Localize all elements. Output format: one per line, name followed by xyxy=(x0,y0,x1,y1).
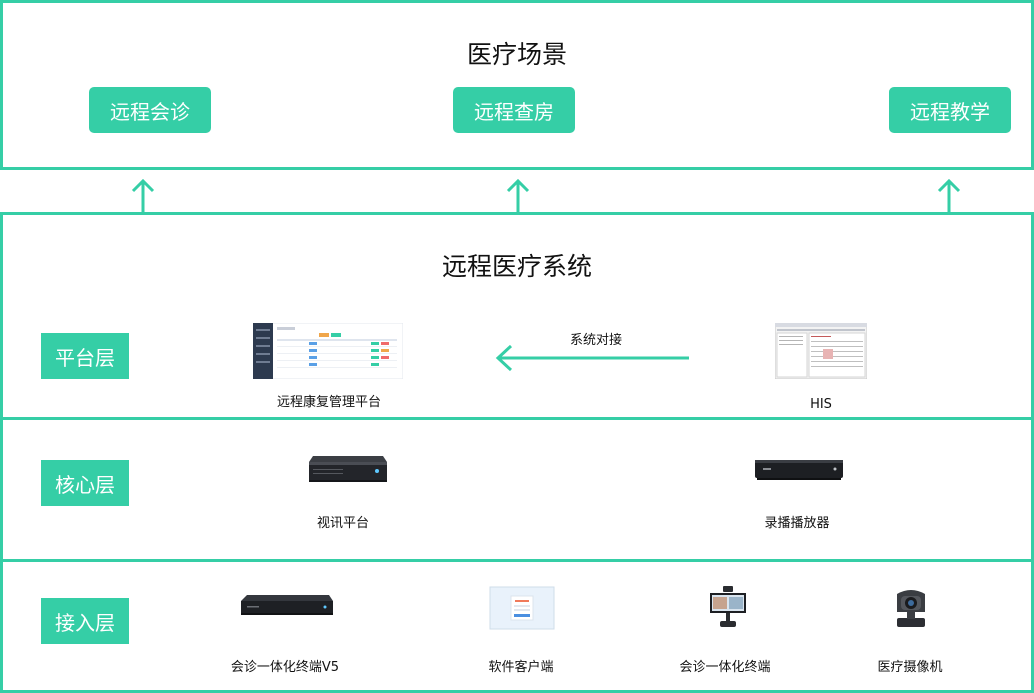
consultation-terminal-v5-label: 会诊一体化终端V5 xyxy=(230,660,340,675)
consultation-terminal-v5-icon xyxy=(241,595,333,615)
consultation-terminal-label: 会诊一体化终端 xyxy=(679,660,771,675)
his-label: HIS xyxy=(810,397,832,412)
scenario-remote-teaching: 远程教学 xyxy=(889,87,1011,133)
up-arrow-icon xyxy=(131,178,155,212)
system-title: 远程医疗系统 xyxy=(441,252,592,281)
video-platform-label: 视讯平台 xyxy=(316,516,369,531)
left-arrow-icon xyxy=(495,344,689,372)
medical-camera-label: 医疗摄像机 xyxy=(877,660,943,675)
up-arrow-icon xyxy=(937,178,961,212)
scenario-title: 医疗场景 xyxy=(466,40,567,69)
his-screenshot-icon xyxy=(775,323,867,379)
access-layer-tag: 接入层 xyxy=(41,598,129,644)
software-client-icon xyxy=(489,586,555,630)
up-arrow-icon xyxy=(506,178,530,212)
scenario-remote-ward-round: 远程查房 xyxy=(453,87,575,133)
recording-player-icon xyxy=(755,460,843,480)
platform-layer-tag: 平台层 xyxy=(41,333,129,379)
scenario-panel: 医疗场景 远程会诊 远程查房 远程教学 xyxy=(0,0,1034,170)
consultation-terminal-icon xyxy=(710,586,746,627)
rehab-platform-label: 远程康复管理平台 xyxy=(276,395,381,410)
scenario-remote-consultation: 远程会诊 xyxy=(89,87,211,133)
core-layer-tag: 核心层 xyxy=(41,460,129,506)
platform-layer: 远程医疗系统 平台层 远程康复管理平台 系统对接 xyxy=(0,212,1034,420)
video-platform-server-icon xyxy=(309,456,387,482)
access-layer: 接入层 会诊一体化终端V5 软件客户端 会诊一体化终端 医疗摄像 xyxy=(0,559,1034,693)
recording-player-label: 录播播放器 xyxy=(764,516,830,531)
core-layer: 核心层 视讯平台 录播播放器 xyxy=(0,417,1034,562)
software-client-label: 软件客户端 xyxy=(488,660,554,675)
rehab-platform-screenshot-icon xyxy=(253,323,403,379)
integration-label: 系统对接 xyxy=(569,333,622,348)
medical-camera-icon xyxy=(897,590,925,627)
